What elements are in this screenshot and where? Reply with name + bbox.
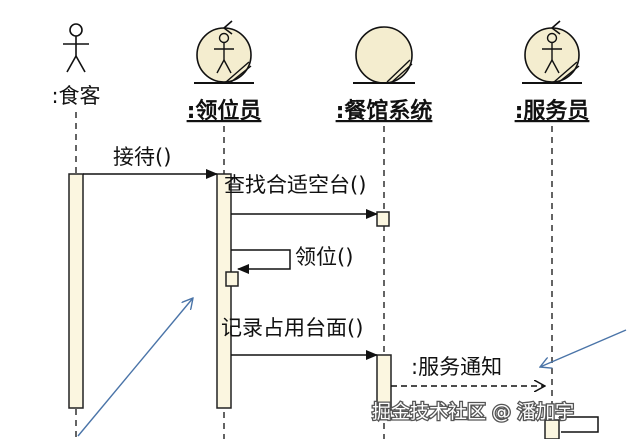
activation-system-2	[376, 354, 392, 411]
activation-host	[216, 173, 232, 409]
message-record-table-label: 记录占用台面()	[221, 316, 363, 340]
participant-host-label: :领位员	[187, 98, 262, 124]
message-seat: 领位()	[231, 245, 353, 274]
actor-stick-figure-icon	[63, 23, 89, 73]
participant-host: :领位员	[187, 20, 262, 124]
message-reception-label: 接待()	[113, 145, 171, 169]
participant-system: :餐馆系统	[336, 26, 433, 124]
entity-circle-icon	[353, 26, 415, 84]
message-find-table: 查找合适空台()	[224, 173, 378, 219]
annotation-arrow-left	[77, 298, 193, 437]
message-service-notice-label: :服务通知	[411, 355, 502, 379]
activation-host-nested	[225, 271, 239, 287]
activation-system-1	[376, 211, 390, 227]
message-service-notice: :服务通知	[391, 355, 545, 386]
watermark: 掘金技术社区 @ 潘加宇	[371, 400, 576, 425]
annotation-arrow-right	[540, 329, 627, 367]
participant-customer-label: :食客	[51, 84, 100, 108]
participant-customer: :食客	[51, 23, 101, 108]
participant-waiter-label: :服务员	[515, 99, 590, 124]
message-seat-arrow	[231, 249, 291, 274]
message-reception: 接待()	[83, 145, 218, 179]
participant-system-label: :餐馆系统	[336, 98, 433, 124]
activation-customer	[68, 173, 84, 409]
host-worker-control-icon	[194, 20, 254, 84]
message-record-table: 记录占用台面()	[221, 316, 378, 360]
watermark-text: 掘金技术社区 @ 潘加宇	[372, 401, 574, 423]
waiter-worker-control-icon	[522, 20, 582, 84]
message-find-table-label: 查找合适空台()	[224, 173, 366, 197]
activation-waiter	[544, 419, 560, 439]
message-seat-label: 领位()	[295, 245, 353, 269]
message-waiter-self-arrow	[559, 416, 599, 433]
participant-waiter: :服务员	[515, 20, 590, 124]
